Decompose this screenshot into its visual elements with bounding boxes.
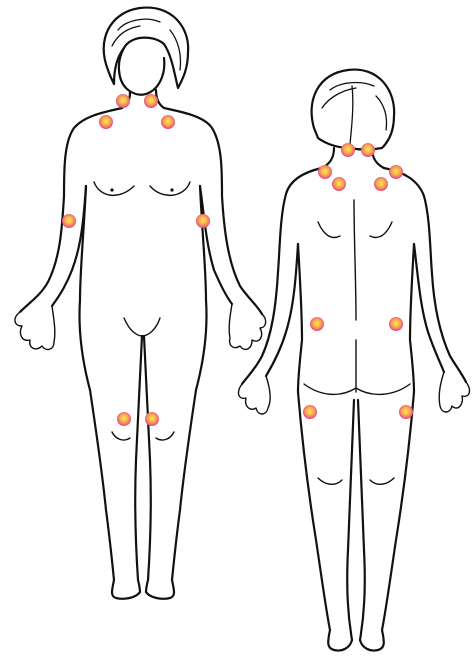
front-face [119, 48, 164, 95]
back-right-leg [360, 392, 414, 651]
tender-point-back-supraspinatus-left [332, 177, 346, 191]
tender-point-back-supraspinatus-right [374, 177, 388, 191]
tender-point-front-low-neck-right [144, 94, 158, 108]
tender-point-front-knee-right [145, 412, 159, 426]
tender-point-front-low-neck-left [116, 94, 130, 108]
tender-point-back-gluteal-left [310, 317, 324, 331]
tender-point-front-elbow-right [196, 214, 210, 228]
tender-point-back-greater-trochanter-left [303, 405, 317, 419]
tender-point-front-elbow-left [62, 214, 76, 228]
tender-point-back-trapezius-left [318, 165, 332, 179]
tender-point-back-occiput-right [361, 143, 375, 157]
back-figure [239, 70, 470, 651]
back-left-leg [298, 392, 352, 651]
back-tender-points [303, 143, 413, 419]
front-left-leg [90, 390, 140, 599]
tender-point-back-gluteal-right [389, 317, 403, 331]
tender-point-back-greater-trochanter-right [399, 405, 413, 419]
front-torso [20, 108, 122, 312]
front-tender-points [62, 94, 210, 426]
tender-point-front-knee-left [117, 412, 131, 426]
tender-point-front-second-rib-left [99, 115, 113, 129]
front-chest [94, 182, 134, 195]
tender-point-front-second-rib-right [161, 115, 175, 129]
back-torso [242, 168, 322, 384]
tender-point-back-trapezius-right [389, 165, 403, 179]
front-figure [15, 8, 266, 599]
tender-point-back-occiput-left [341, 143, 355, 157]
